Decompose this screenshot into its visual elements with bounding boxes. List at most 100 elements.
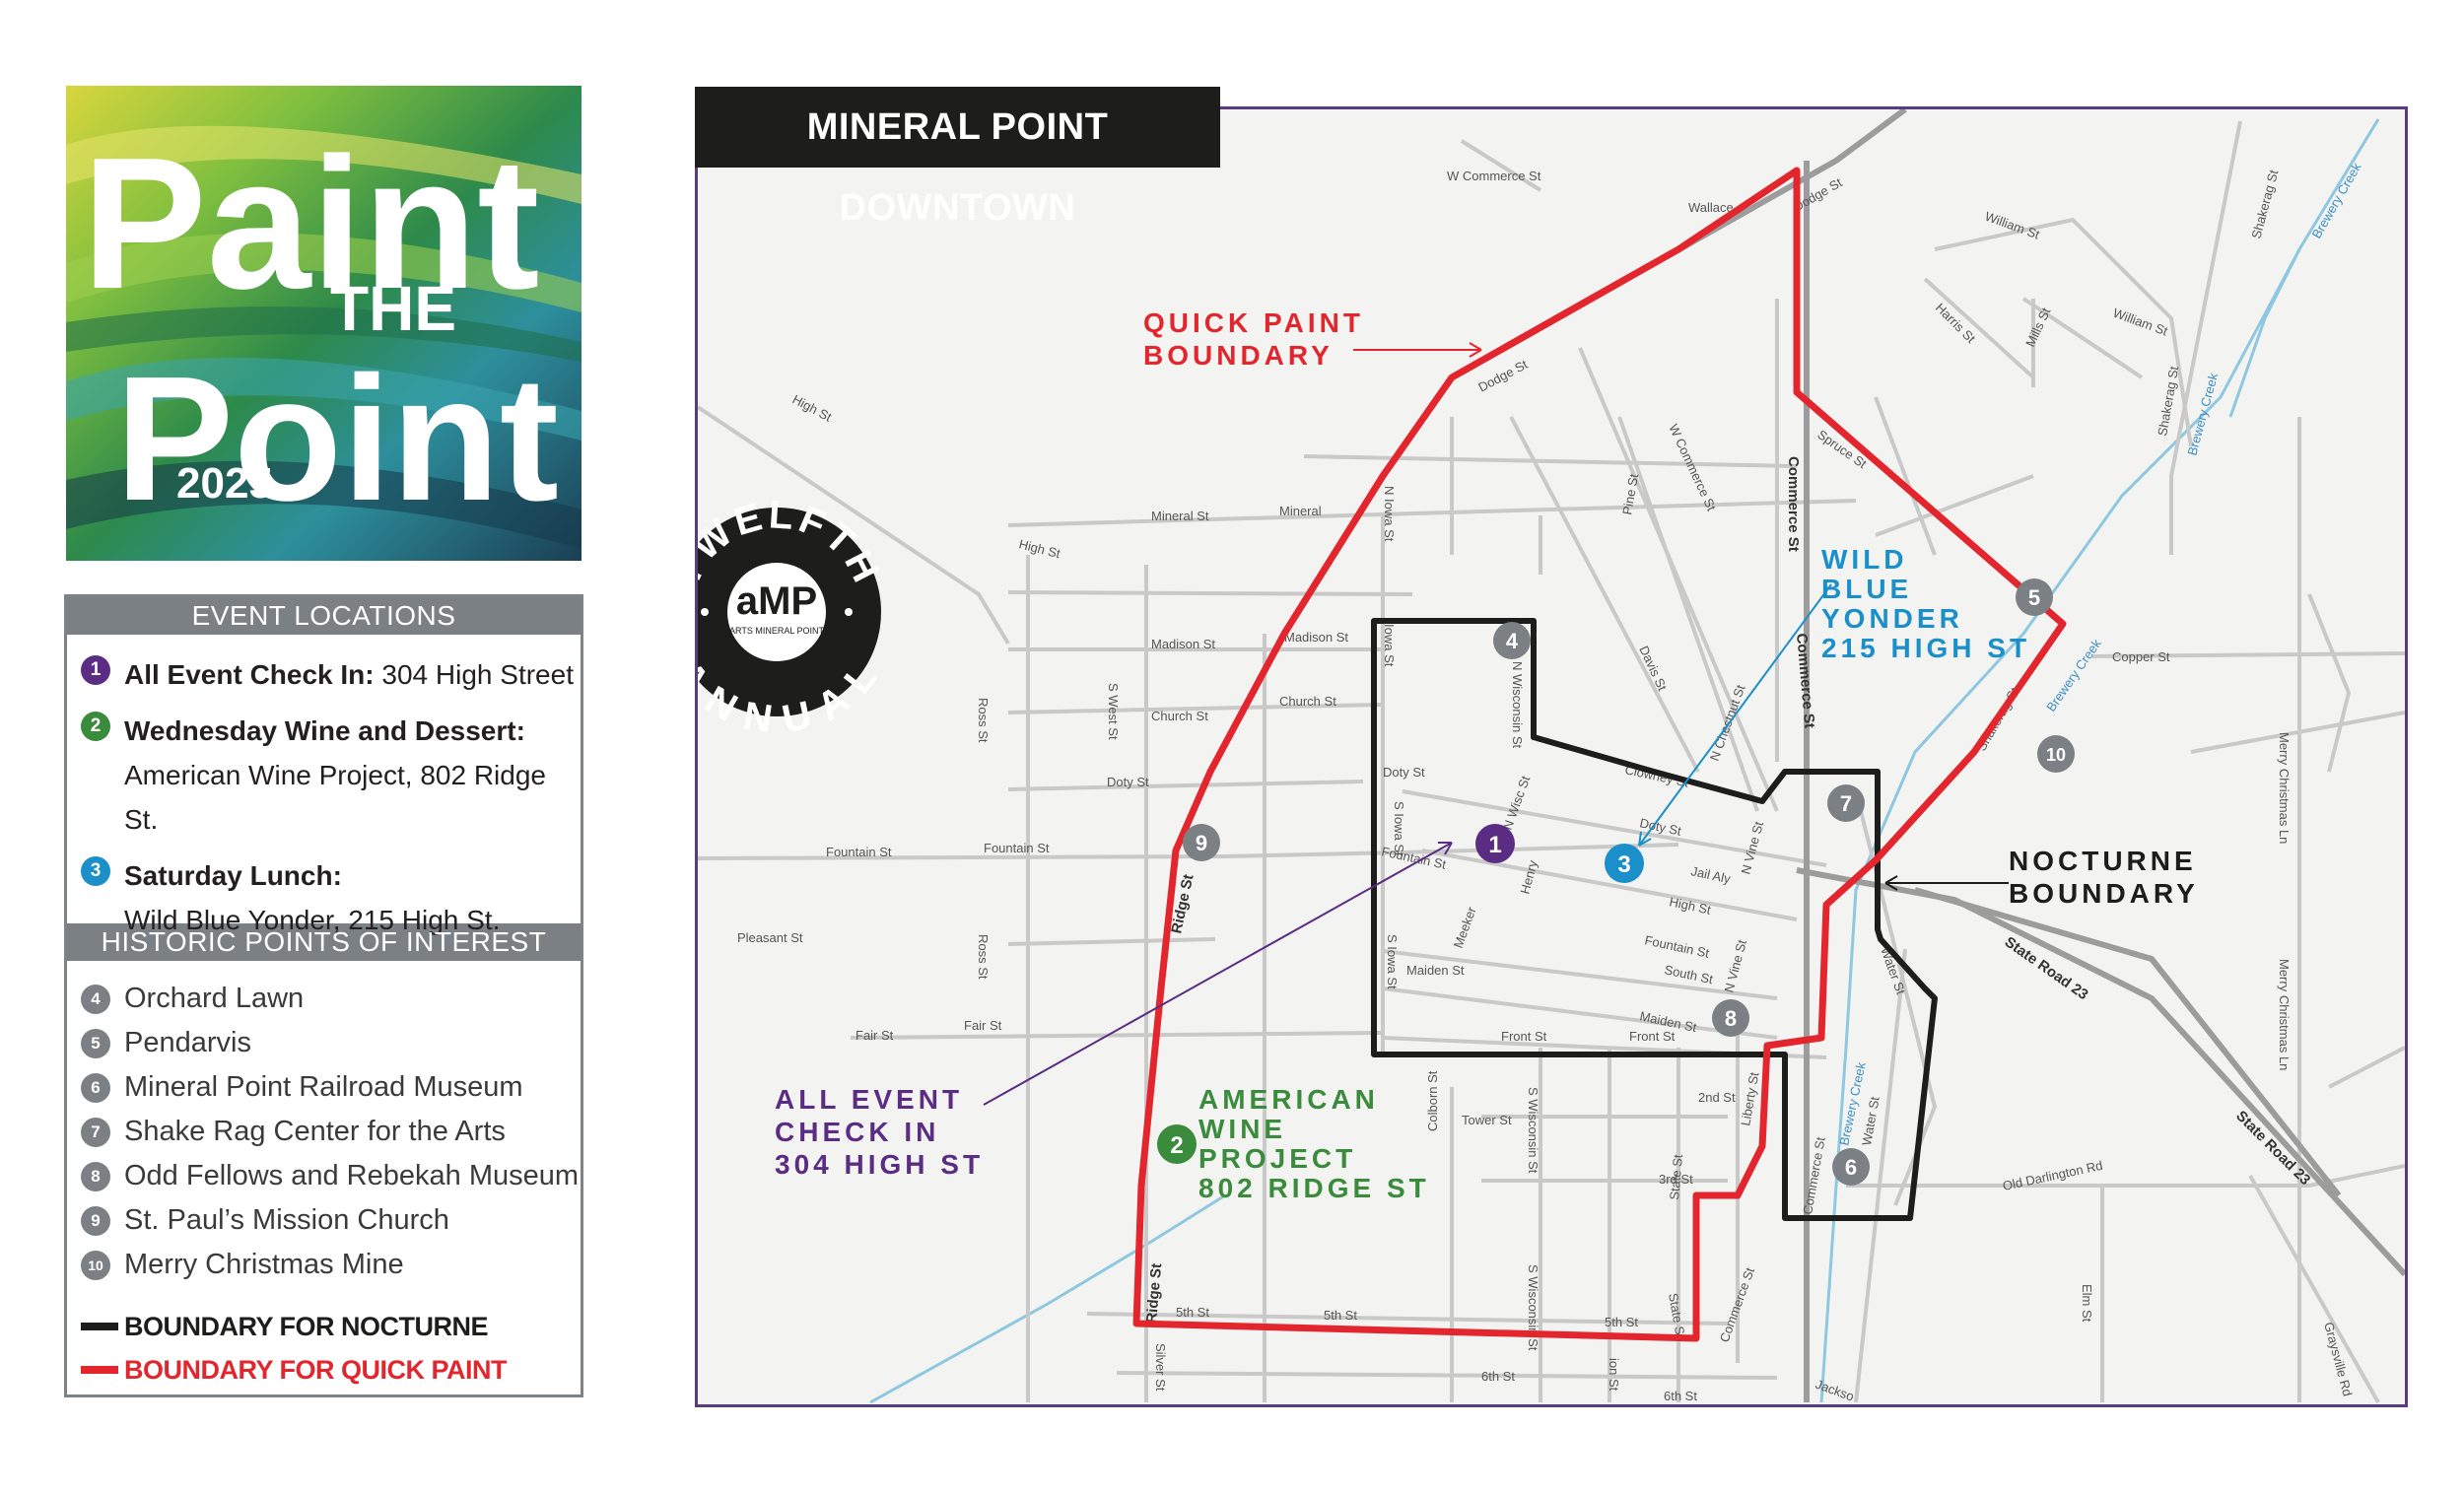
wild-blue-callout-line3: YONDER [1821, 603, 1963, 634]
marker-st-pauls[interactable] [1183, 824, 1220, 861]
location-number-badge: 1 [81, 655, 110, 685]
street-label: Pine St [1619, 472, 1641, 515]
street-label: Church St [1279, 694, 1336, 709]
street-label: S Wisconsin St [1526, 1087, 1540, 1174]
twelfth-annual-badge: TWELFTH ANNUAL aMP ARTS MINERAL POINT [698, 493, 885, 742]
street-label: Fountain St [1380, 844, 1448, 872]
poi-name: Pendarvis [124, 1027, 251, 1058]
street-label: Old Darlington Rd [2002, 1158, 2104, 1193]
street-label: Tower St [1462, 1113, 1512, 1127]
marker-label: 10 [2046, 745, 2066, 765]
badge-logo-mark: aMP [736, 579, 817, 623]
legend-item-quick-paint: BOUNDARY FOR QUICK PAINT [81, 1348, 581, 1392]
street-label: Pleasant St [737, 930, 803, 945]
street-label: State St [1667, 1153, 1685, 1200]
marker-odd-fellows[interactable] [1712, 999, 1749, 1037]
check-in-callout-line2: CHECK IN [775, 1117, 939, 1147]
street-label: S Iowa St [1392, 801, 1406, 856]
quick-paint-callout-line1: QUICK PAINT [1143, 307, 1364, 338]
event-locations-header: EVENT LOCATIONS [67, 597, 581, 635]
map-title: MINERAL POINT DOWNTOWN [695, 87, 1220, 229]
street-label: Jackso [1814, 1377, 1856, 1404]
marker-shake-rag[interactable] [1827, 784, 1865, 822]
street-label: Davis St [1636, 644, 1670, 694]
street-label: N Iowa St [1382, 486, 1397, 542]
street-label: Ross St [976, 934, 991, 980]
location-detail: 304 High Street [381, 659, 574, 690]
street-label: Meeker [1451, 905, 1479, 950]
street-label: 5th St [1324, 1308, 1357, 1323]
check-in-callout-line1: ALL EVENT [775, 1084, 963, 1115]
street-label: N Wisconsin St [1510, 661, 1525, 749]
street-label: High St [1017, 536, 1061, 561]
location-item-check-in: 1 All Event Check In: 304 High Street [81, 652, 581, 697]
poi-number-badge: 5 [81, 1028, 110, 1058]
street-label: S Iowa St [1385, 934, 1400, 989]
wild-blue-callout-line2: BLUE [1821, 574, 1912, 604]
poi-markers: 4 5 6 7 8 9 10 [1183, 578, 2075, 1186]
wine-callout-line1: AMERICAN [1198, 1084, 1379, 1115]
street-label: N Wisc St [1500, 774, 1534, 832]
street-label: Silver St [1153, 1343, 1168, 1392]
location-number-badge: 3 [81, 856, 110, 886]
street-label: Iowa St [1382, 624, 1397, 667]
poi-name: St. Paul’s Mission Church [124, 1204, 449, 1236]
waterways [869, 118, 2380, 1404]
marker-merry-christmas[interactable] [2037, 735, 2075, 773]
marker-railroad-museum[interactable] [1832, 1148, 1870, 1186]
downtown-map[interactable]: W Commerce St Wallace Dodge St Dodge St … [695, 106, 2408, 1407]
street-label: Elm St [2080, 1284, 2094, 1323]
location-title: All Event Check In: [124, 659, 375, 690]
street-label: Commerce St [1785, 456, 1802, 552]
street-label: 6th St [1664, 1389, 1697, 1403]
logo-the-word: THE [330, 273, 456, 344]
marker-orchard-lawn[interactable] [1493, 622, 1531, 659]
street-label: Front St [1629, 1029, 1676, 1044]
marker-label: 9 [1196, 831, 1207, 855]
marker-label: 2 [1170, 1132, 1183, 1159]
street-label: Copper St [2112, 649, 2170, 664]
street-label: Colborn St [1425, 1070, 1440, 1131]
street-label: Ridge St [1143, 1262, 1165, 1324]
callout-labels: QUICK PAINT BOUNDARY NOCTURNE BOUNDARY W… [775, 307, 2195, 1203]
wine-callout-line3: PROJECT [1198, 1143, 1356, 1174]
street-grid [698, 120, 2405, 1403]
poi-item: 9 St. Paul’s Mission Church [81, 1198, 581, 1243]
street-label: Water St [1859, 1095, 1882, 1146]
check-in-callout-line3: 304 HIGH ST [775, 1149, 984, 1180]
street-label: S West St [1106, 683, 1121, 740]
street-label: 2nd St [1698, 1090, 1736, 1105]
marker-lunch[interactable] [1605, 844, 1644, 883]
street-label: Ross St [976, 698, 991, 743]
marker-label: 7 [1840, 791, 1852, 816]
street-label: Jail Aly [1689, 863, 1732, 886]
callout-arrows [983, 342, 2009, 1106]
street-label: N Vine St [1738, 820, 1766, 876]
street-label: Doty St [1383, 765, 1425, 780]
marker-wine[interactable] [1157, 1124, 1197, 1164]
marker-pendarvis[interactable] [2016, 578, 2053, 616]
badge-dot [845, 608, 853, 616]
street-label: Mineral [1279, 504, 1322, 518]
sidebar-legend: EVENT LOCATIONS 1 All Event Check In: 30… [64, 594, 583, 1397]
street-label: 6th St [1481, 1369, 1515, 1384]
street-label: State St [1666, 1292, 1688, 1340]
street-label: Fountain St [826, 845, 892, 859]
badge-inner-circle [727, 563, 826, 661]
logo-point-word: Point [115, 340, 559, 538]
marker-check-in[interactable] [1475, 824, 1515, 863]
event-markers: 1 2 3 [1157, 824, 1644, 1164]
wild-blue-callout-line4: 215 HIGH ST [1821, 633, 2030, 663]
street-label: Shakerag St [2155, 365, 2181, 437]
street-label: Front St [1501, 1029, 1547, 1044]
marker-label: 5 [2028, 585, 2040, 610]
street-label: Fountain St [984, 841, 1050, 855]
street-label: Fair St [856, 1028, 894, 1043]
poi-number-badge: 9 [81, 1205, 110, 1236]
street-label: Brewery Creek [2043, 636, 2104, 714]
poi-header: HISTORIC POINTS OF INTEREST [67, 923, 581, 961]
street-label: High St [1668, 894, 1712, 918]
street-labels: W Commerce St Wallace Dodge St Dodge St … [737, 160, 2364, 1404]
